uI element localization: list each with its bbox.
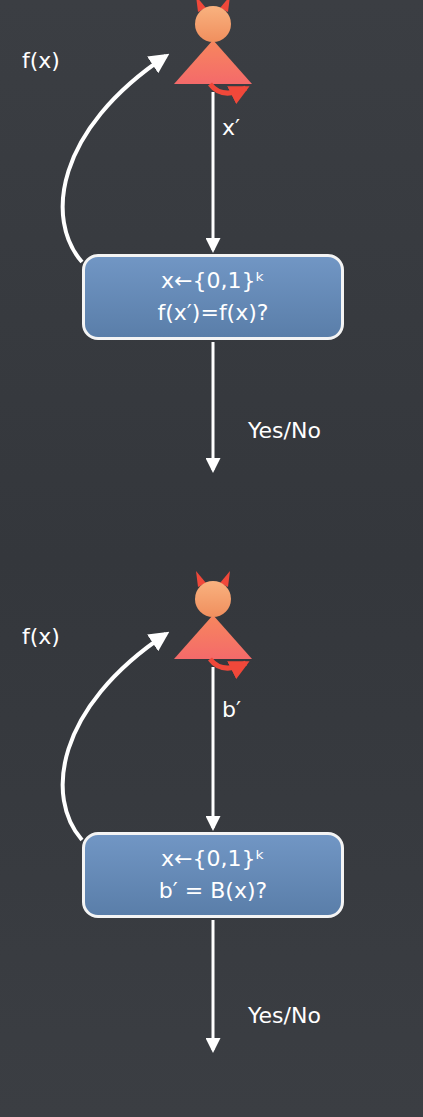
arrow-label: Yes/No bbox=[248, 1003, 321, 1029]
output-arrow bbox=[212, 342, 215, 470]
box-text: b′ = B(x)? bbox=[159, 875, 267, 907]
adversary-figure bbox=[174, 0, 252, 93]
process-box: x←{0,1}ᵏb′ = B(x)? bbox=[82, 832, 344, 918]
query-arrow bbox=[212, 92, 215, 250]
query-arrow bbox=[212, 667, 215, 828]
output-arrow bbox=[212, 920, 215, 1050]
box-text: x←{0,1}ᵏ bbox=[161, 265, 265, 297]
box-text: x←{0,1}ᵏ bbox=[161, 843, 265, 875]
challenge-arrow bbox=[63, 634, 166, 840]
arrow-label: f(x) bbox=[22, 624, 60, 650]
box-text: f(x′)=f(x)? bbox=[158, 297, 269, 329]
challenge-arrow bbox=[63, 56, 166, 262]
arrow-label: Yes/No bbox=[248, 418, 321, 444]
arrow-label: f(x) bbox=[22, 48, 60, 74]
process-box: x←{0,1}ᵏf(x′)=f(x)? bbox=[82, 254, 344, 340]
arrow-label: x′ bbox=[222, 115, 240, 141]
adversary-figure bbox=[174, 571, 252, 668]
arrow-label: b′ bbox=[222, 697, 241, 723]
